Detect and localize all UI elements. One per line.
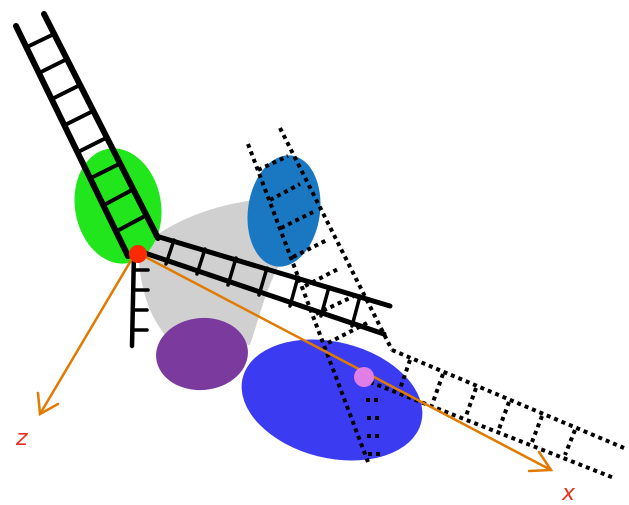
solid-ladder-upper bbox=[13, 11, 161, 259]
blue-ellipse bbox=[241, 339, 423, 461]
axis-arrows bbox=[36, 250, 554, 473]
dotted-ladder bbox=[246, 127, 625, 480]
z-axis-label: z bbox=[15, 426, 28, 451]
x-axis-label: x bbox=[561, 481, 576, 505]
solid-ladder-right bbox=[133, 233, 393, 337]
teal-ellipse bbox=[247, 155, 321, 267]
purple-ellipse bbox=[156, 317, 248, 391]
origin-dot bbox=[129, 245, 147, 263]
solid-ladder-stub bbox=[129, 249, 150, 349]
z-axis-line bbox=[38, 250, 138, 416]
z-axis-arrowhead bbox=[36, 391, 60, 417]
x-axis-arrowhead bbox=[527, 450, 554, 473]
pink-dot bbox=[354, 367, 374, 387]
x-axis-line bbox=[134, 250, 553, 472]
